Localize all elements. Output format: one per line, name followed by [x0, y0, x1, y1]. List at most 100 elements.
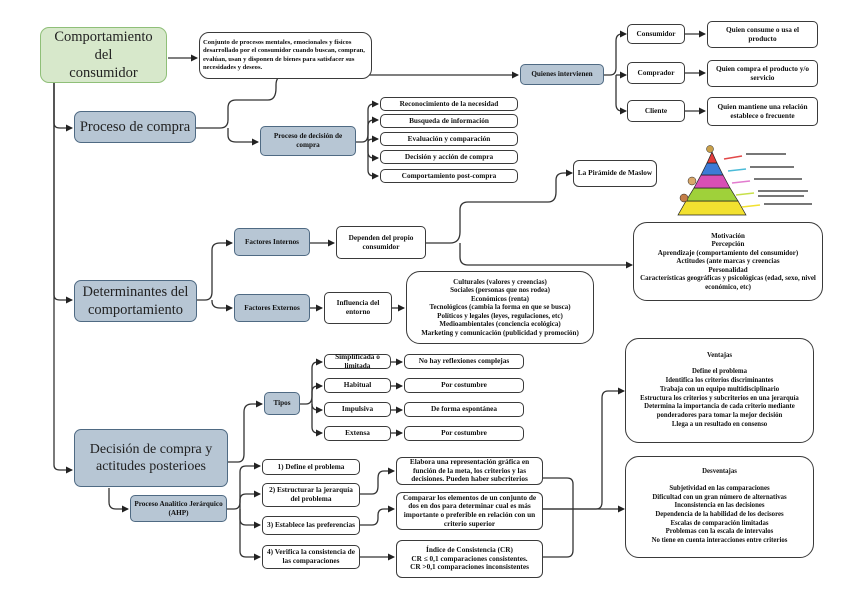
step-busqueda[interactable]: Busqueda de información [380, 114, 518, 128]
list-item: Motivación [711, 231, 745, 240]
ahp-node[interactable]: Proceso Analítico Jerárquico (AHP) [130, 495, 227, 522]
list-item: No tiene en cuenta interacciones entre c… [651, 537, 788, 545]
list-item: Define el problema [692, 368, 747, 376]
ahp-step-3-desc: Comparar los elementos de un conjunto de… [396, 492, 543, 530]
pyramid-arrow [723, 155, 743, 160]
pyramid-arrow [741, 204, 761, 208]
proceso-decision-compra-node[interactable]: Proceso de decisión de compra [260, 126, 356, 156]
step-post-compra[interactable]: Comportamiento post-compra [380, 169, 518, 183]
list-item: Escalas de comparación limitadas [670, 519, 769, 527]
proceso-de-compra-node[interactable]: Proceso de compra [74, 111, 196, 143]
list-item: Políticos y legales (leyes, regulaciones… [437, 311, 563, 320]
list-item: Estructura los criterios y subcriterios … [640, 394, 799, 402]
connector [367, 142, 379, 180]
list-item: Llega a un resultado en consenso [671, 420, 768, 428]
list-item: Dificultad con un gran número de alterna… [652, 493, 787, 501]
connector [367, 116, 379, 142]
tipo-simplificada-desc: No hay reflexiones complejas [404, 354, 524, 369]
pyramid-caption [758, 195, 804, 197]
connector [360, 505, 395, 526]
maslow-pyramid-node[interactable]: La Pirámide de Maslow [573, 160, 657, 187]
pyramid-arrow [727, 168, 747, 172]
ahp-step-3[interactable]: 3) Establece las preferencias [262, 516, 360, 535]
list-item: Características geográficas y psicológic… [640, 274, 816, 291]
list-item: Dependencia de la habilidad de los decis… [655, 511, 784, 518]
connector [311, 404, 323, 437]
role-consumidor[interactable]: Consumidor [627, 24, 685, 44]
step-reconocimiento[interactable]: Reconocimiento de la necesidad [380, 97, 518, 111]
ventajas-title: Ventajas [706, 351, 733, 359]
desventajas-title: Desventajas [702, 468, 737, 476]
connector [615, 75, 627, 115]
pyramid-arrow [731, 180, 751, 184]
tipo-impulsiva[interactable]: Impulsiva [324, 402, 391, 417]
connector [311, 403, 323, 414]
ahp-step-2[interactable]: 2) Estructurar la jerarquía del problema [262, 483, 360, 507]
pyramid-figure [687, 176, 697, 186]
list-item: Marketing y comunicación (publicidad y p… [421, 328, 579, 337]
maslow-pyramid-image [677, 145, 812, 216]
root-node[interactable]: Comportamiento del consumidor [40, 27, 167, 83]
root-definition: Conjunto de procesos mentales, emocional… [199, 32, 372, 79]
determinantes-node[interactable]: Determinantes del comportamiento [74, 280, 197, 322]
ahp-step-4[interactable]: 4) Verifica la consistencia de las compa… [262, 545, 360, 569]
connector [227, 128, 259, 146]
connector [239, 509, 261, 561]
ahp-step-1[interactable]: 1) Define el problema [262, 459, 360, 475]
factores-internos-desc: Dependen del propio consumidor [336, 226, 426, 259]
connector [300, 358, 323, 405]
list-item: Problemas con la escala de intervalos [665, 528, 774, 536]
pyramid-caption [758, 190, 808, 192]
list-item: Percepción [711, 240, 745, 249]
connector [53, 83, 73, 132]
tipo-habitual-desc: Por costumbre [404, 378, 524, 393]
role-cliente[interactable]: Cliente [627, 100, 685, 122]
list-item: Determina la importancia de cada criteri… [644, 403, 795, 419]
list-item: Tecnológicos (cambia la forma en que se … [429, 303, 571, 312]
connector [239, 509, 261, 529]
connector [367, 135, 379, 143]
step-decision[interactable]: Decisión y acción de compra [380, 150, 518, 164]
ventajas-box: Ventajas Define el problema Identifica l… [625, 338, 814, 443]
role-cliente-desc: Quien mantiene una relación establece o … [707, 97, 818, 126]
list-item: Identifica los criterios discriminantes [665, 377, 774, 385]
tipo-extensa[interactable]: Extensa [324, 426, 391, 441]
factores-internos-node[interactable]: Factores Internos [234, 228, 310, 256]
tipo-extensa-desc: Por costumbre [404, 426, 524, 441]
pyramid-level-3 [693, 174, 731, 189]
connector [367, 142, 379, 162]
role-comprador[interactable]: Comprador [627, 62, 685, 84]
connector [604, 30, 627, 76]
list-item: Sociales (personas que nos rodea) [450, 286, 550, 295]
factores-internos-list: Motivación Percepción Aprendizaje (compo… [633, 222, 823, 301]
quienes-intervienen-node[interactable]: Quienes intervienen [520, 64, 604, 85]
factores-externos-node[interactable]: Factores Externos [234, 294, 310, 322]
connector [227, 462, 261, 510]
factores-externos-desc: Influencia del entorno [324, 292, 392, 324]
step-evaluacion[interactable]: Evaluación y comparación [380, 132, 518, 146]
connector [360, 467, 395, 495]
list-item: Culturales (valores y creencias) [453, 277, 547, 286]
connector [311, 382, 323, 404]
tipo-habitual[interactable]: Habitual [324, 378, 391, 393]
connector [53, 83, 73, 304]
list-item: Trabaja con un equipo multidisciplinario [659, 385, 780, 393]
tipo-impulsiva-desc: De forma espontánea [404, 402, 524, 417]
ahp-step-4-desc: Índice de Consistencia (CR) CR ≤ 0,1 com… [396, 540, 543, 578]
pyramid-caption [764, 203, 812, 205]
factores-externos-list: Culturales (valores y creencias) Sociale… [406, 271, 594, 344]
decision-compra-node[interactable]: Decisión de compra y actitudes posterioe… [74, 429, 228, 487]
pyramid-level-1 [677, 200, 747, 216]
desventajas-box: Desventajas Subjetividad en las comparac… [625, 456, 814, 558]
connector [53, 83, 73, 474]
connector [459, 243, 633, 269]
role-comprador-desc: Quien compra el producto y/o servicio [707, 60, 818, 87]
tipos-node[interactable]: Tipos [264, 392, 300, 415]
connector [197, 239, 233, 301]
connector [239, 490, 261, 509]
connector [108, 488, 129, 513]
tipo-simplificada[interactable]: Simplificada o limitada [324, 352, 391, 369]
connector [543, 387, 625, 510]
pyramid-caption [746, 153, 786, 155]
